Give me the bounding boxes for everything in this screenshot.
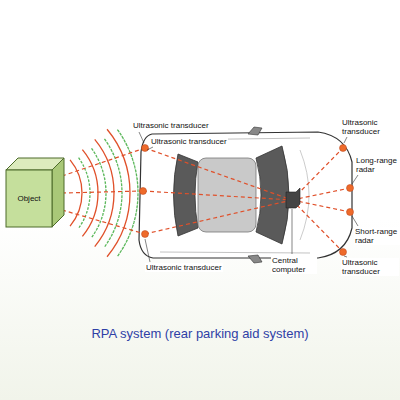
wave-arc <box>107 129 130 256</box>
radar-label: Long-range radar <box>355 156 400 174</box>
sensor-label: Ultrasonic transducer <box>341 118 399 136</box>
body-line <box>160 138 310 253</box>
cube-shape <box>5 156 65 228</box>
hood-line <box>300 150 309 240</box>
wave-arc <box>104 139 122 247</box>
sensor-label: Ultrasonic transducer <box>145 263 223 272</box>
sensor-label: Ultrasonic transducer <box>341 258 399 276</box>
wave-arc <box>117 130 138 257</box>
wave-arc <box>95 139 114 246</box>
rear-window <box>174 154 199 236</box>
computer-label: Central computer <box>271 256 317 274</box>
side-mirror <box>248 127 262 263</box>
object-box: Object <box>5 156 65 228</box>
central-computer <box>286 188 300 208</box>
leader-lines <box>139 132 358 262</box>
signal-lines <box>62 148 350 252</box>
sound-waves <box>70 129 138 256</box>
windshield <box>256 146 289 244</box>
sensor-dots <box>140 145 354 256</box>
sensor-label: Ultrasonic transducer <box>132 121 210 130</box>
node-label: Object <box>6 194 52 203</box>
car-body <box>139 132 352 258</box>
sensor-label: Ultrasonic transducer <box>150 137 228 146</box>
caption: RPA system (rear parking aid system) <box>10 326 390 341</box>
radar-label: Short-range radar <box>354 227 400 245</box>
